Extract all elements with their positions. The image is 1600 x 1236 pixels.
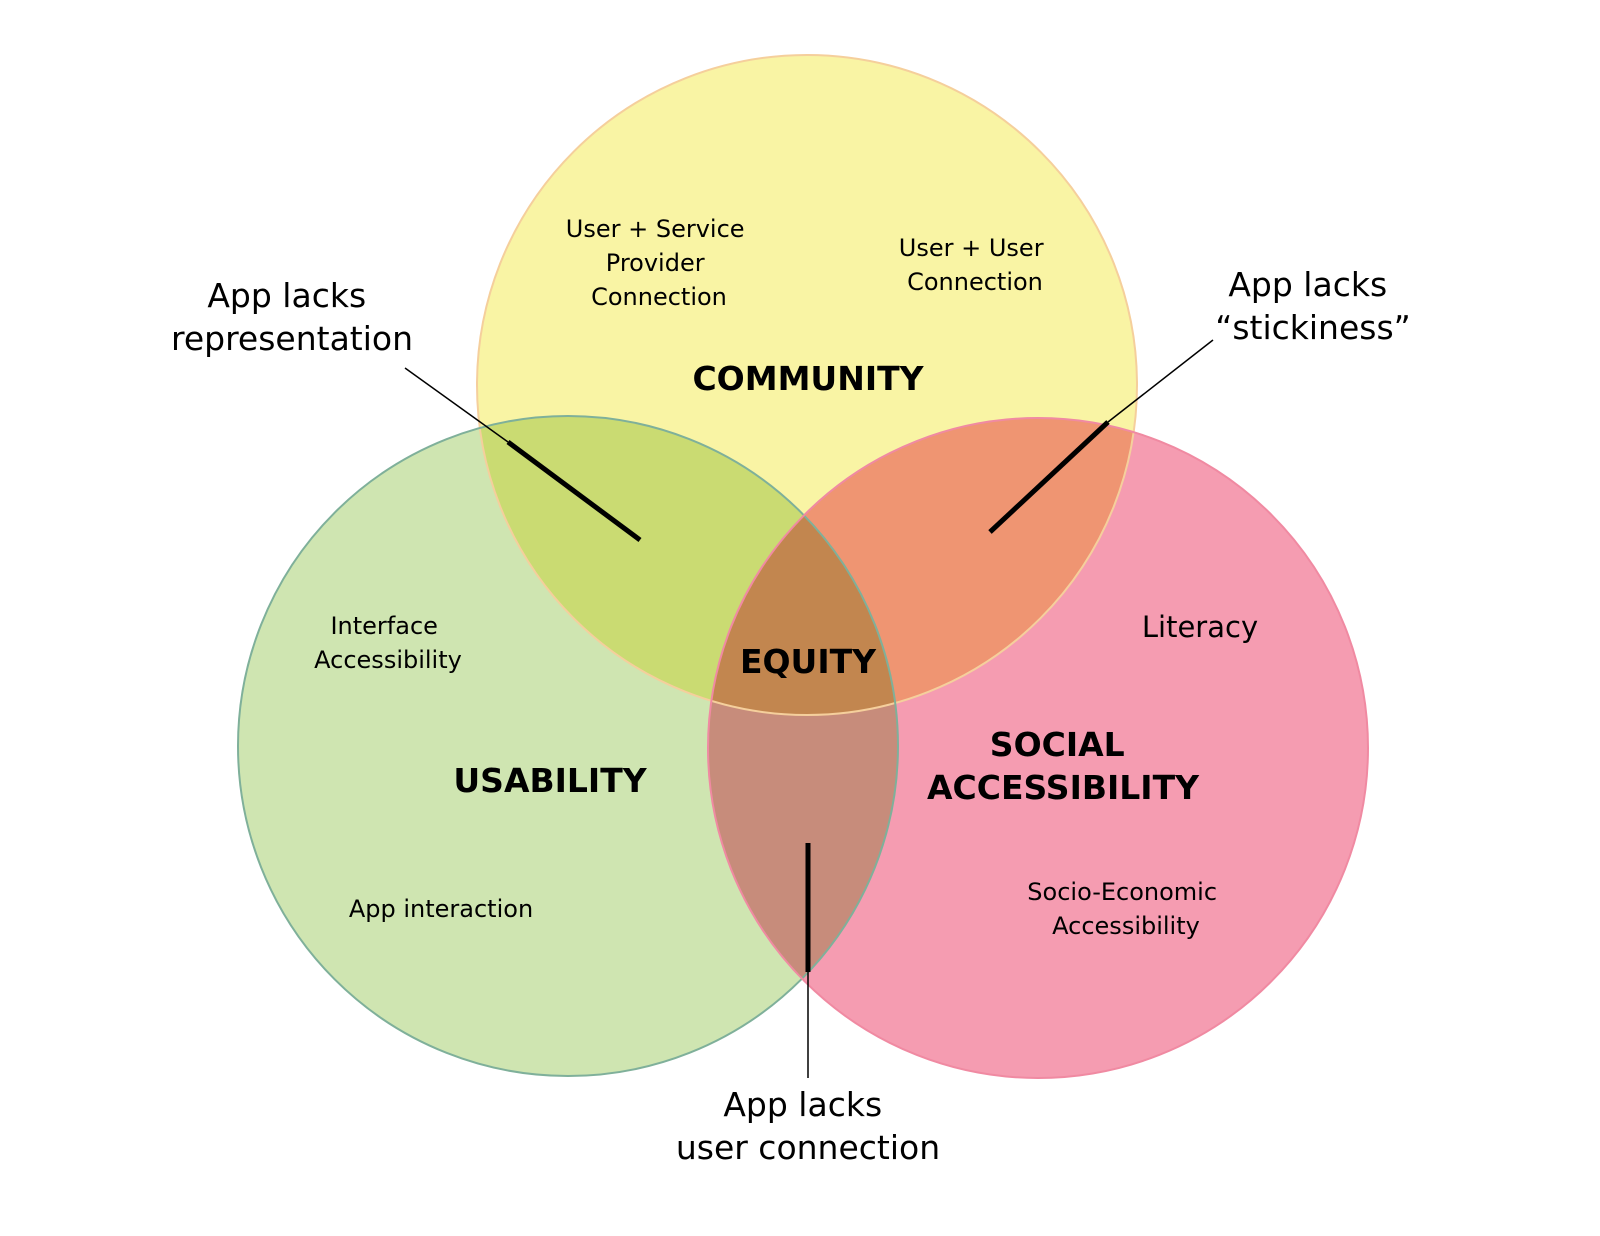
item-line: User + Service [566,215,745,243]
social-accessibility-label: SOCIAL ACCESSIBILITY [927,725,1200,807]
callout-line: “stickiness” [1215,308,1411,347]
equity-label: EQUITY [740,642,877,681]
pointer-representation [404,367,509,443]
circles [237,54,1369,1079]
usability-label: USABILITY [453,761,647,800]
community-item-user-user: User + User Connection [899,234,1051,296]
social-accessibility-label-line-1: SOCIAL [990,725,1125,764]
pointer-stickiness-thick [988,420,1110,534]
community-circle-outline [476,54,1138,716]
item-line: Interface [330,612,437,640]
item-line: Accessibility [314,646,462,674]
social-accessibility-label-line-2: ACCESSIBILITY [927,768,1200,807]
item-line: Provider [606,249,705,277]
callout-representation: App lacks representation [171,276,413,358]
item-line: Connection [591,283,727,311]
pointers [404,339,1214,1078]
callout-line: App lacks [723,1085,882,1124]
callout-line: App lacks [1228,265,1387,304]
usability-circle [238,416,898,1076]
item-line: Connection [907,268,1043,296]
usability-circle-outline [237,415,899,1077]
pointer-representation-thick [506,439,642,543]
item-line: Socio-Economic [1027,878,1217,906]
callout-stickiness: App lacks “stickiness” [1215,265,1411,347]
usability-item-interface-accessibility: Interface Accessibility [314,612,462,674]
usability-item-app-interaction: App interaction [349,895,533,923]
community-item-service-provider: User + Service Provider Connection [566,215,752,311]
callout-line: representation [171,319,413,358]
social-accessibility-circle-outline [707,417,1369,1079]
item-line: Accessibility [1052,912,1200,940]
pointer-stickiness [1107,339,1214,423]
community-label: COMMUNITY [692,359,924,398]
callout-line: App lacks [207,276,366,315]
social-item-socio-economic: Socio-Economic Accessibility [1027,878,1224,940]
callout-line: user connection [676,1128,940,1167]
callout-user-connection: App lacks user connection [676,1085,940,1167]
social-item-literacy: Literacy [1142,610,1258,644]
item-line: User + User [899,234,1044,262]
social-accessibility-circle [708,418,1368,1078]
